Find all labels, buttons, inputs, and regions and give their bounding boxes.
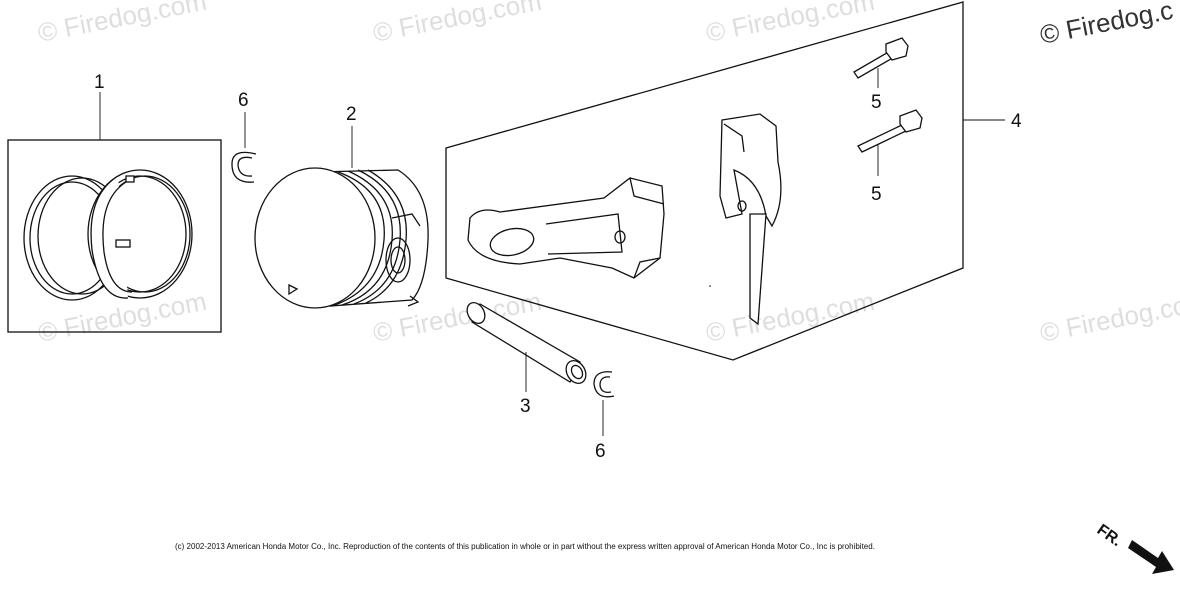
front-arrow-icon: FR.	[1094, 521, 1174, 574]
drawing-mark	[709, 285, 711, 287]
front-indicator-label: FR.	[1094, 521, 1125, 550]
callout-1: 1	[94, 72, 105, 93]
piston-pin-clip-upper	[231, 151, 257, 183]
piston-ring-set	[7, 139, 222, 333]
callout-4: 4	[1011, 111, 1022, 132]
connecting-rod-set	[445, 1, 964, 361]
rod-bolt-upper	[853, 37, 909, 79]
watermark: © Firedog.com	[703, 0, 876, 48]
piston	[254, 167, 429, 309]
callout-6-upper: 6	[238, 90, 249, 111]
watermark: © Firedog.com	[703, 286, 876, 348]
copyright-notice: (c) 2002-2013 American Honda Motor Co., …	[175, 542, 875, 551]
callout-2: 2	[346, 104, 357, 125]
piston-pin	[466, 302, 587, 384]
watermark: © Firedog.c	[1037, 0, 1175, 50]
watermark: © Firedog.com	[35, 0, 208, 48]
rod-bolt-lower	[857, 109, 923, 153]
watermark: © Firedog.com	[1037, 286, 1180, 348]
callout-5-lower: 5	[871, 184, 882, 205]
callout-6-lower: 6	[595, 441, 606, 462]
watermark: © Firedog.com	[370, 0, 543, 48]
callout-5-upper: 5	[871, 92, 882, 113]
callout-3: 3	[520, 396, 531, 417]
piston-pin-clip-lower	[593, 371, 615, 398]
